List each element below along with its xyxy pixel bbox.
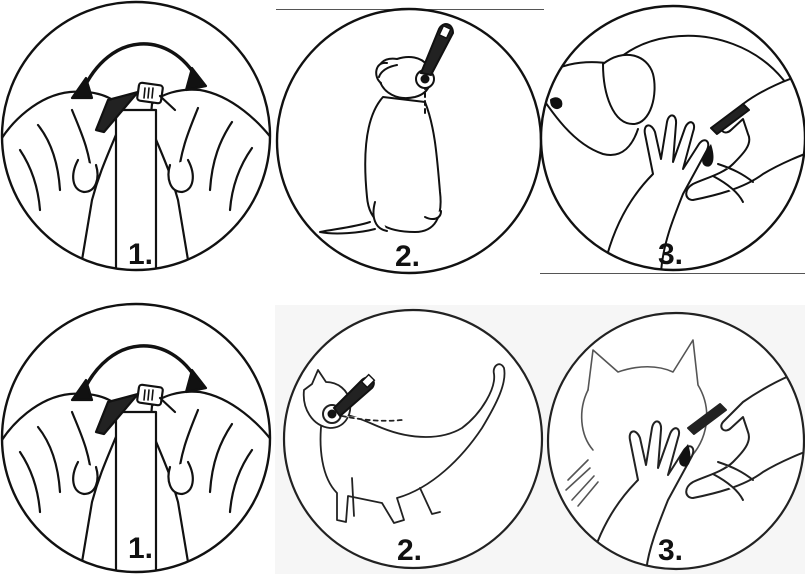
dog-applying-pipette-icon [275,7,543,275]
step-1-cat-panel: 1. [0,302,272,574]
fingers-bending-pipette-icon [0,0,272,272]
step-2-cat-label: 2. [397,536,422,566]
step-1-dog-panel: 1. [0,0,272,272]
step-3-cat-panel: 3. [548,310,805,572]
hands-parting-cat-fur-icon [548,310,805,572]
middle-rule [540,273,805,274]
hands-parting-dog-fur-icon [543,4,805,272]
step-1-dog-label: 1. [128,240,153,270]
cat-applying-pipette-icon [282,308,544,570]
step-1-cat-label: 1. [128,534,153,564]
step-2-dog-panel: 2. [275,7,543,275]
step-3-dog-label: 3. [658,240,683,270]
step-2-dog-label: 2. [395,242,420,272]
step-3-cat-label: 3. [658,536,683,566]
step-2-cat-panel: 2. [282,308,544,570]
step-3-dog-panel: 3. [543,4,805,272]
